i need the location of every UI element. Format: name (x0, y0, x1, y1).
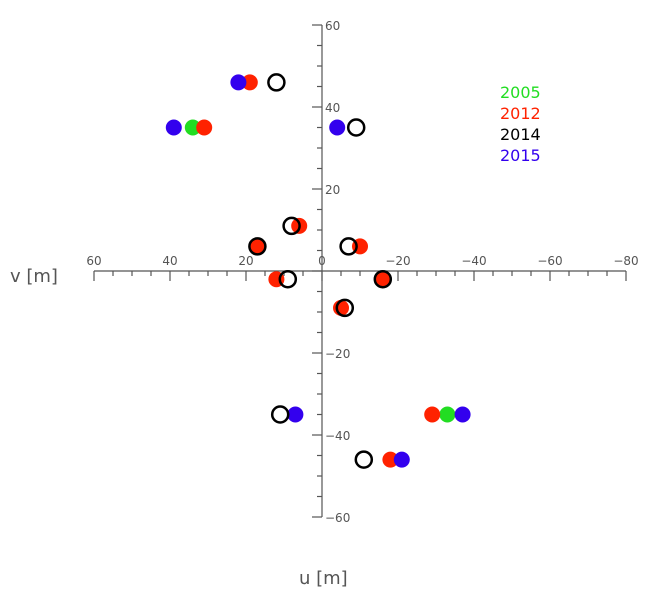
point-2012 (249, 238, 266, 255)
point-2014 (339, 237, 358, 256)
point-2014 (270, 405, 290, 424)
data-points (165, 73, 471, 469)
y-tick-label: −20 (325, 347, 350, 361)
point-2015 (393, 451, 410, 468)
point-2014 (278, 269, 298, 289)
point-2014 (282, 216, 301, 236)
legend: 2005 2012 2014 2015 (500, 83, 541, 165)
point-2012 (424, 406, 441, 423)
x-tick-label: −60 (537, 254, 562, 268)
point-2014 (335, 298, 355, 318)
point-2015 (287, 406, 304, 423)
point-2005 (439, 406, 456, 423)
y-tick-label: 20 (325, 183, 340, 197)
x-tick-label: 0 (318, 254, 326, 268)
y-tick-label: 60 (325, 19, 340, 33)
y-tick-label: 40 (325, 101, 340, 115)
y-axis-label: v [m] (10, 266, 58, 287)
point-2005 (184, 119, 201, 136)
point-2014 (373, 269, 393, 289)
point-2012 (374, 271, 391, 288)
y-tick-label: −60 (325, 511, 350, 525)
point-2015 (329, 119, 346, 136)
point-2015 (454, 406, 471, 423)
point-2015 (230, 74, 247, 91)
point-2014 (267, 73, 286, 92)
legend-entry: 2012 (500, 104, 541, 123)
point-2012 (241, 74, 258, 91)
x-tick-label: 40 (162, 254, 177, 268)
point-2012 (382, 451, 399, 468)
legend-entry: 2014 (500, 125, 541, 144)
x-tick-label: −20 (385, 254, 410, 268)
point-2014 (346, 118, 366, 137)
point-2014 (354, 450, 374, 469)
y-tick-label: −40 (325, 429, 350, 443)
x-tick-label: 60 (86, 254, 101, 268)
legend-entry: 2005 (500, 83, 541, 102)
x-axis-label: u [m] (299, 568, 348, 589)
point-2015 (165, 119, 182, 136)
point-2014 (248, 237, 267, 256)
axis-ticks: 60 40 20 0 −20 −40 −60 −80 60 40 20 −20 −40 −60 (86, 19, 638, 525)
x-tick-label: −40 (461, 254, 486, 268)
legend-entry: 2015 (500, 146, 541, 165)
point-2012 (196, 119, 213, 136)
x-tick-label: 20 (238, 254, 253, 268)
x-tick-label: −80 (613, 254, 638, 268)
